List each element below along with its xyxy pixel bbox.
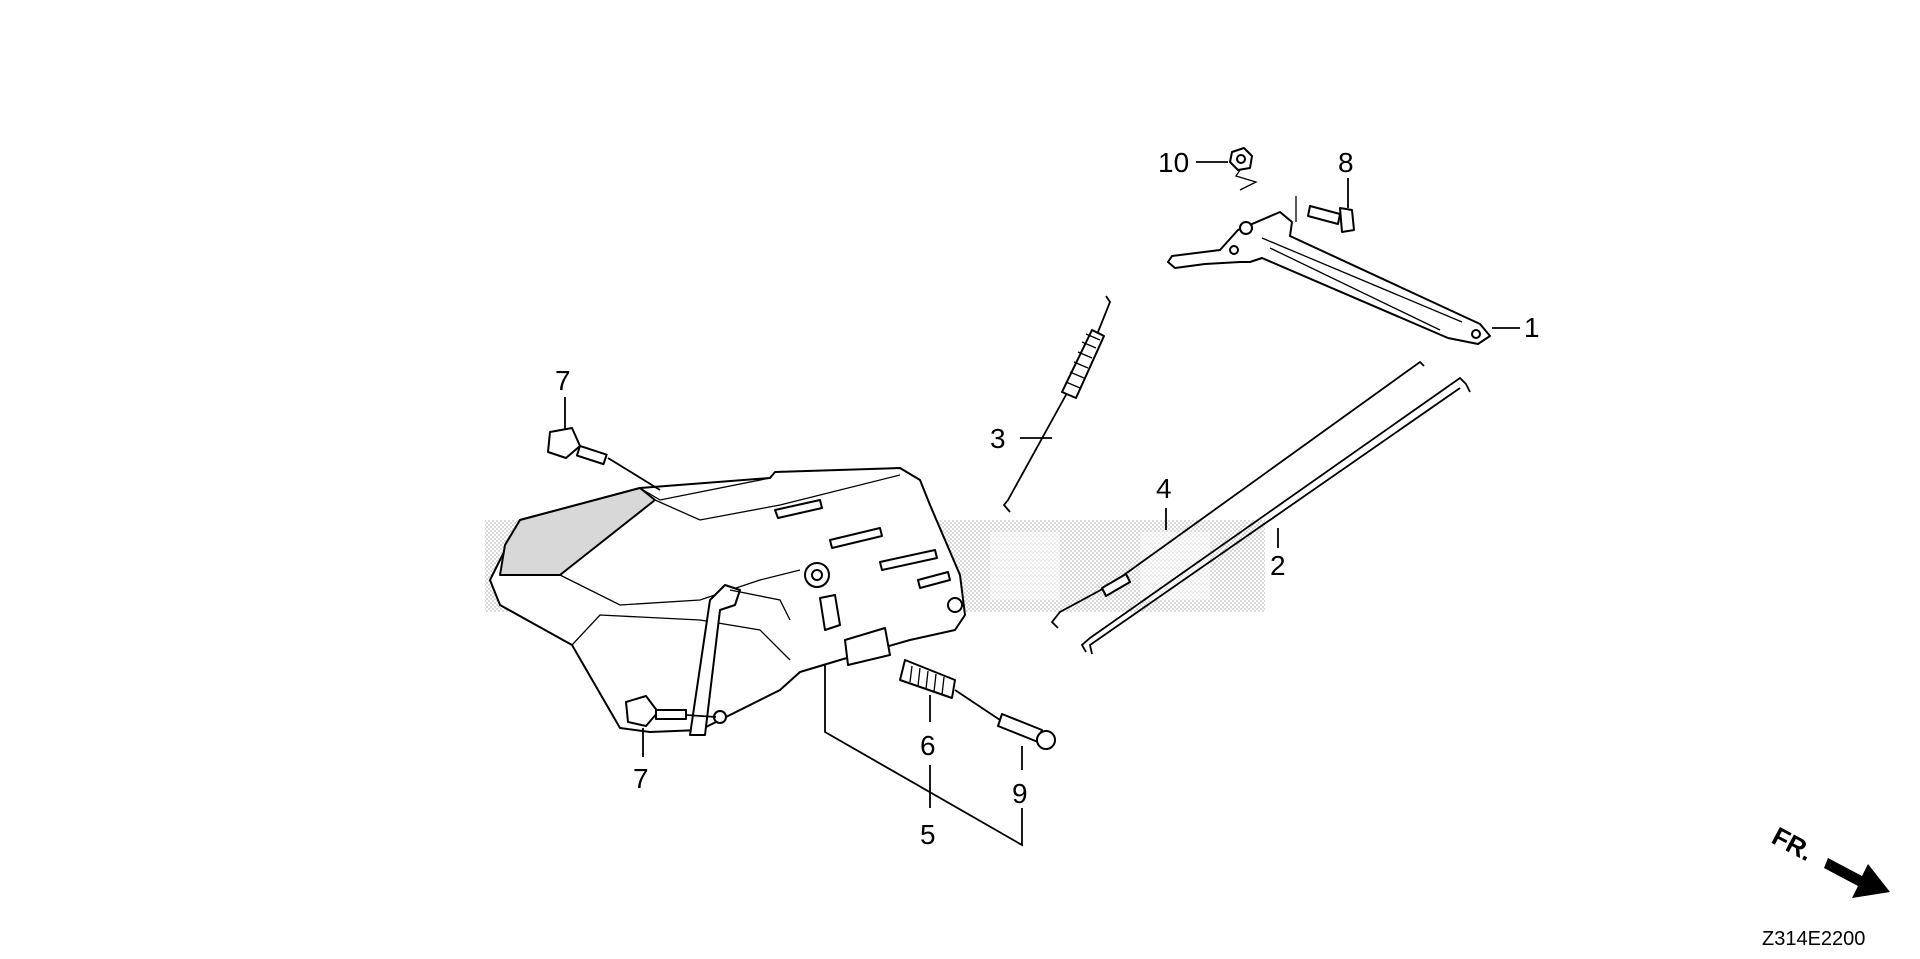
callout-2: 2 xyxy=(1270,550,1286,581)
control-arm-part-1 xyxy=(1167,169,1520,345)
arrow-icon xyxy=(1824,858,1890,898)
callout-1: 1 xyxy=(1524,312,1540,343)
callout-9: 9 xyxy=(1012,778,1028,809)
callout-3: 3 xyxy=(990,423,1006,454)
callout-7-upper: 7 xyxy=(555,365,571,396)
callout-4: 4 xyxy=(1156,473,1172,504)
spring-part-6 xyxy=(899,659,956,699)
callout-6: 6 xyxy=(920,730,936,761)
flange-bolt-upper xyxy=(547,427,661,491)
bolt-part-8 xyxy=(1295,178,1355,233)
callout-8: 8 xyxy=(1338,147,1354,178)
diagram-code: Z314E2200 xyxy=(1762,928,1865,950)
callout-7-lower: 7 xyxy=(633,763,649,794)
screw-part-9 xyxy=(954,689,1056,750)
governor-spring-part-3 xyxy=(1002,295,1112,513)
rod-part-2 xyxy=(1080,376,1471,655)
rod-part-4 xyxy=(1050,360,1425,629)
control-base-plate xyxy=(489,467,966,736)
callout-10: 10 xyxy=(1158,147,1189,178)
direction-label: FR. xyxy=(1767,821,1818,867)
callout-5: 5 xyxy=(920,819,936,850)
front-direction-arrow: FR. xyxy=(1767,821,1890,898)
nut-part-10 xyxy=(1196,147,1253,171)
callout-bracket-5 xyxy=(824,665,1023,847)
flange-bolt-lower xyxy=(625,695,717,727)
